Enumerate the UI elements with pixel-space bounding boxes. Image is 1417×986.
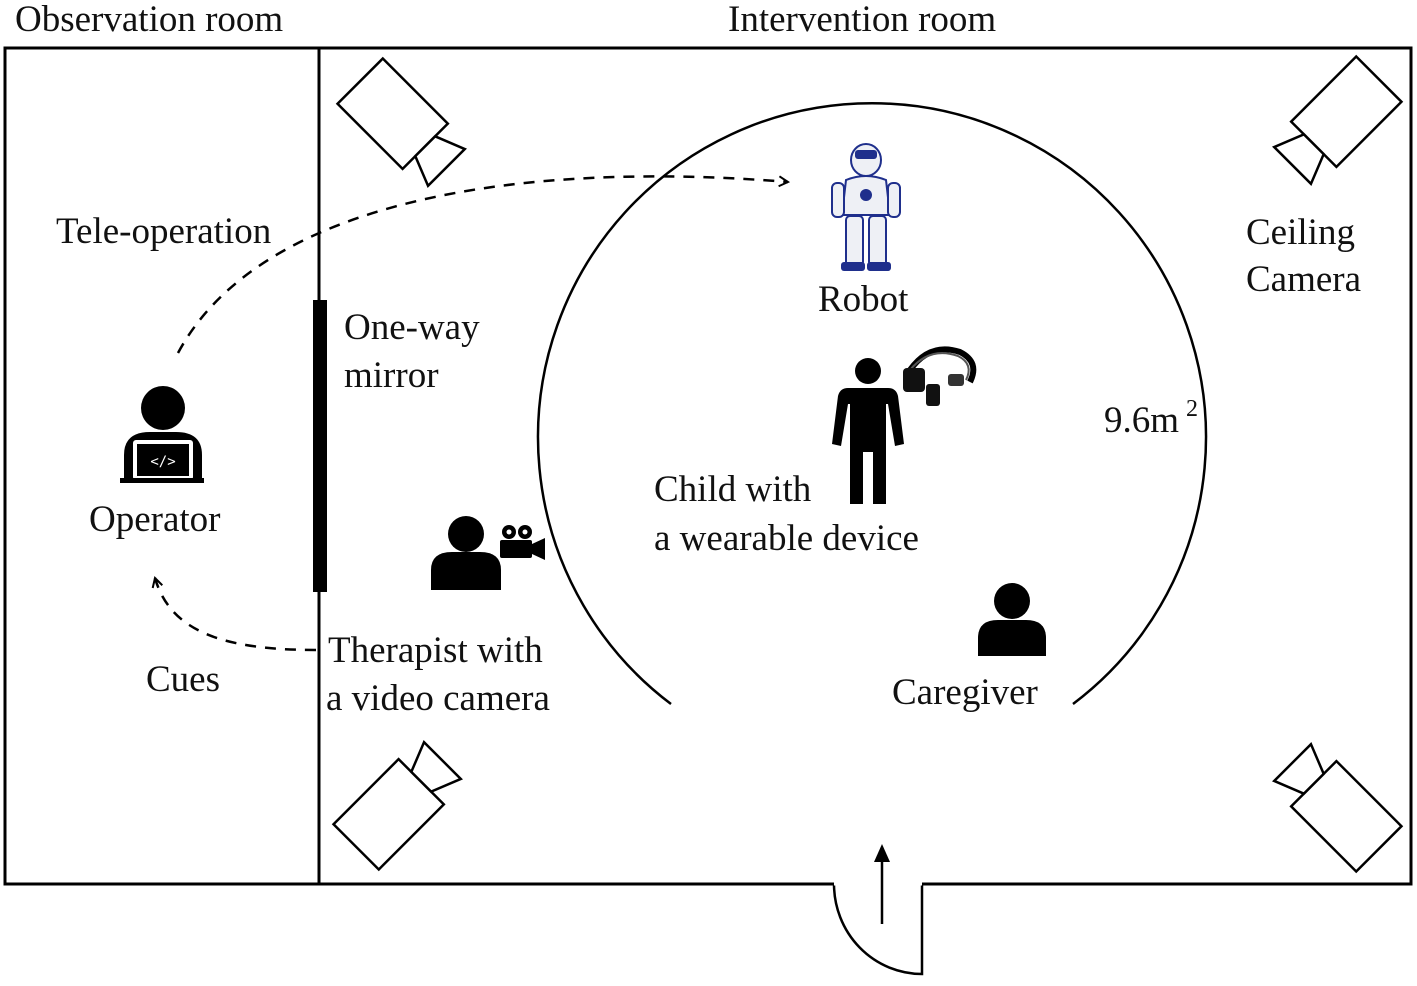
operator-icon: </>: [120, 386, 204, 483]
svg-text:</>: </>: [150, 454, 175, 470]
robot-icon: [831, 143, 901, 271]
mirror-label-line2: mirror: [344, 355, 439, 396]
child-label-line1: Child with: [654, 469, 812, 510]
therapist-label-line1: Therapist with: [328, 630, 543, 671]
cues-arrow: [155, 578, 317, 652]
child-label-line2: a wearable device: [654, 518, 919, 559]
area-superscript: 2: [1186, 396, 1198, 422]
intervention-room-title: Intervention room: [728, 0, 996, 40]
ceiling-camera-bottom-left-icon: [331, 739, 464, 872]
tele-operation-label: Tele-operation: [56, 211, 271, 252]
door-icon: [832, 882, 924, 976]
cues-label: Cues: [146, 659, 220, 700]
ceiling-camera-label-line2: Camera: [1246, 259, 1361, 300]
ceiling-camera-label-line1: Ceiling: [1246, 212, 1355, 253]
area-label: 9.6m: [1104, 400, 1179, 441]
tele-operation-arrow: [176, 175, 788, 354]
ceiling-camera-bottom-right-icon: [1271, 741, 1404, 874]
observation-room-title: Observation room: [15, 0, 283, 40]
room-boundary: [3, 46, 1413, 886]
ceiling-camera-top-right-icon: [1271, 54, 1404, 187]
one-way-mirror: [313, 300, 327, 592]
entrance-arrowhead: [874, 844, 890, 862]
child-icon: [832, 358, 904, 504]
caregiver-label: Caregiver: [892, 672, 1038, 713]
operator-label: Operator: [89, 499, 221, 540]
mirror-label-line1: One-way: [344, 307, 480, 348]
intervention-area-circle: [536, 102, 1208, 705]
movie-camera-icon: [500, 525, 545, 560]
robot-label: Robot: [818, 279, 909, 320]
ceiling-camera-top-left-icon: [335, 56, 468, 189]
caregiver-icon: [978, 583, 1046, 656]
therapist-label-line2: a video camera: [326, 678, 550, 719]
therapist-icon: [431, 516, 501, 590]
eeg-headband-icon: [903, 346, 977, 406]
